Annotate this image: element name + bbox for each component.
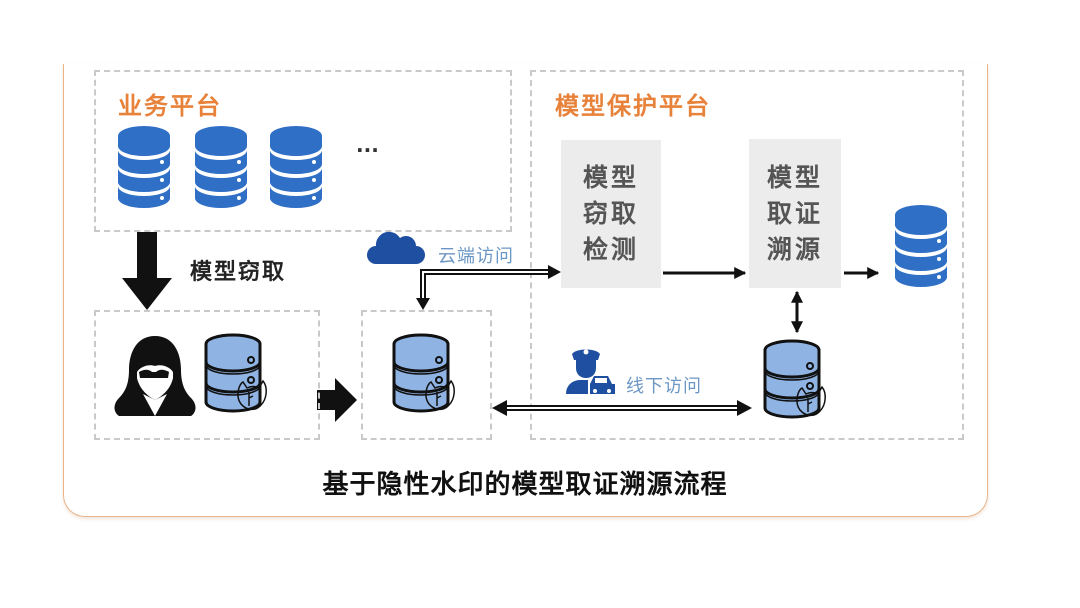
step-line: 模型 [766, 162, 823, 192]
outer-frame [63, 64, 988, 517]
model-protection-platform-title: 模型保护平台 [555, 92, 711, 120]
step-line: 溯源 [766, 234, 823, 264]
arrow-transfer-right [317, 378, 357, 422]
model-protection-platform-box [530, 70, 964, 440]
watermarked-database-icon [392, 333, 456, 413]
step-line: 检测 [582, 235, 639, 264]
watermarked-database-icon [204, 333, 268, 413]
arrow-offline-access [492, 400, 752, 416]
cloud-access-label: 云端访问 [438, 246, 514, 267]
watermarked-database-icon [763, 339, 827, 419]
deployed-model-box [361, 310, 492, 440]
business-platform-title: 业务平台 [118, 92, 222, 120]
business-platform-box [94, 70, 512, 232]
arrow-theft-down [122, 232, 172, 310]
offline-access-label: 线下访问 [626, 376, 702, 397]
stolen-model-box [94, 310, 320, 440]
arrow-cloud-access [416, 265, 561, 310]
step-line: 取证 [766, 198, 823, 228]
theft-label: 模型窃取 [190, 260, 287, 285]
more-databases-indicator: ··· [356, 138, 379, 162]
step-forensic-tracing: 模型 取证 溯源 [749, 139, 841, 288]
step-line: 窃取 [582, 199, 639, 228]
hacker-icon [114, 336, 196, 416]
step-theft-detection: 模型 窃取 检测 [561, 140, 661, 288]
diagram-caption: 基于隐性水印的模型取证溯源流程 [322, 470, 728, 500]
cloud-icon [367, 231, 425, 264]
police-car-icon [566, 349, 615, 394]
step-line: 模型 [582, 163, 639, 192]
